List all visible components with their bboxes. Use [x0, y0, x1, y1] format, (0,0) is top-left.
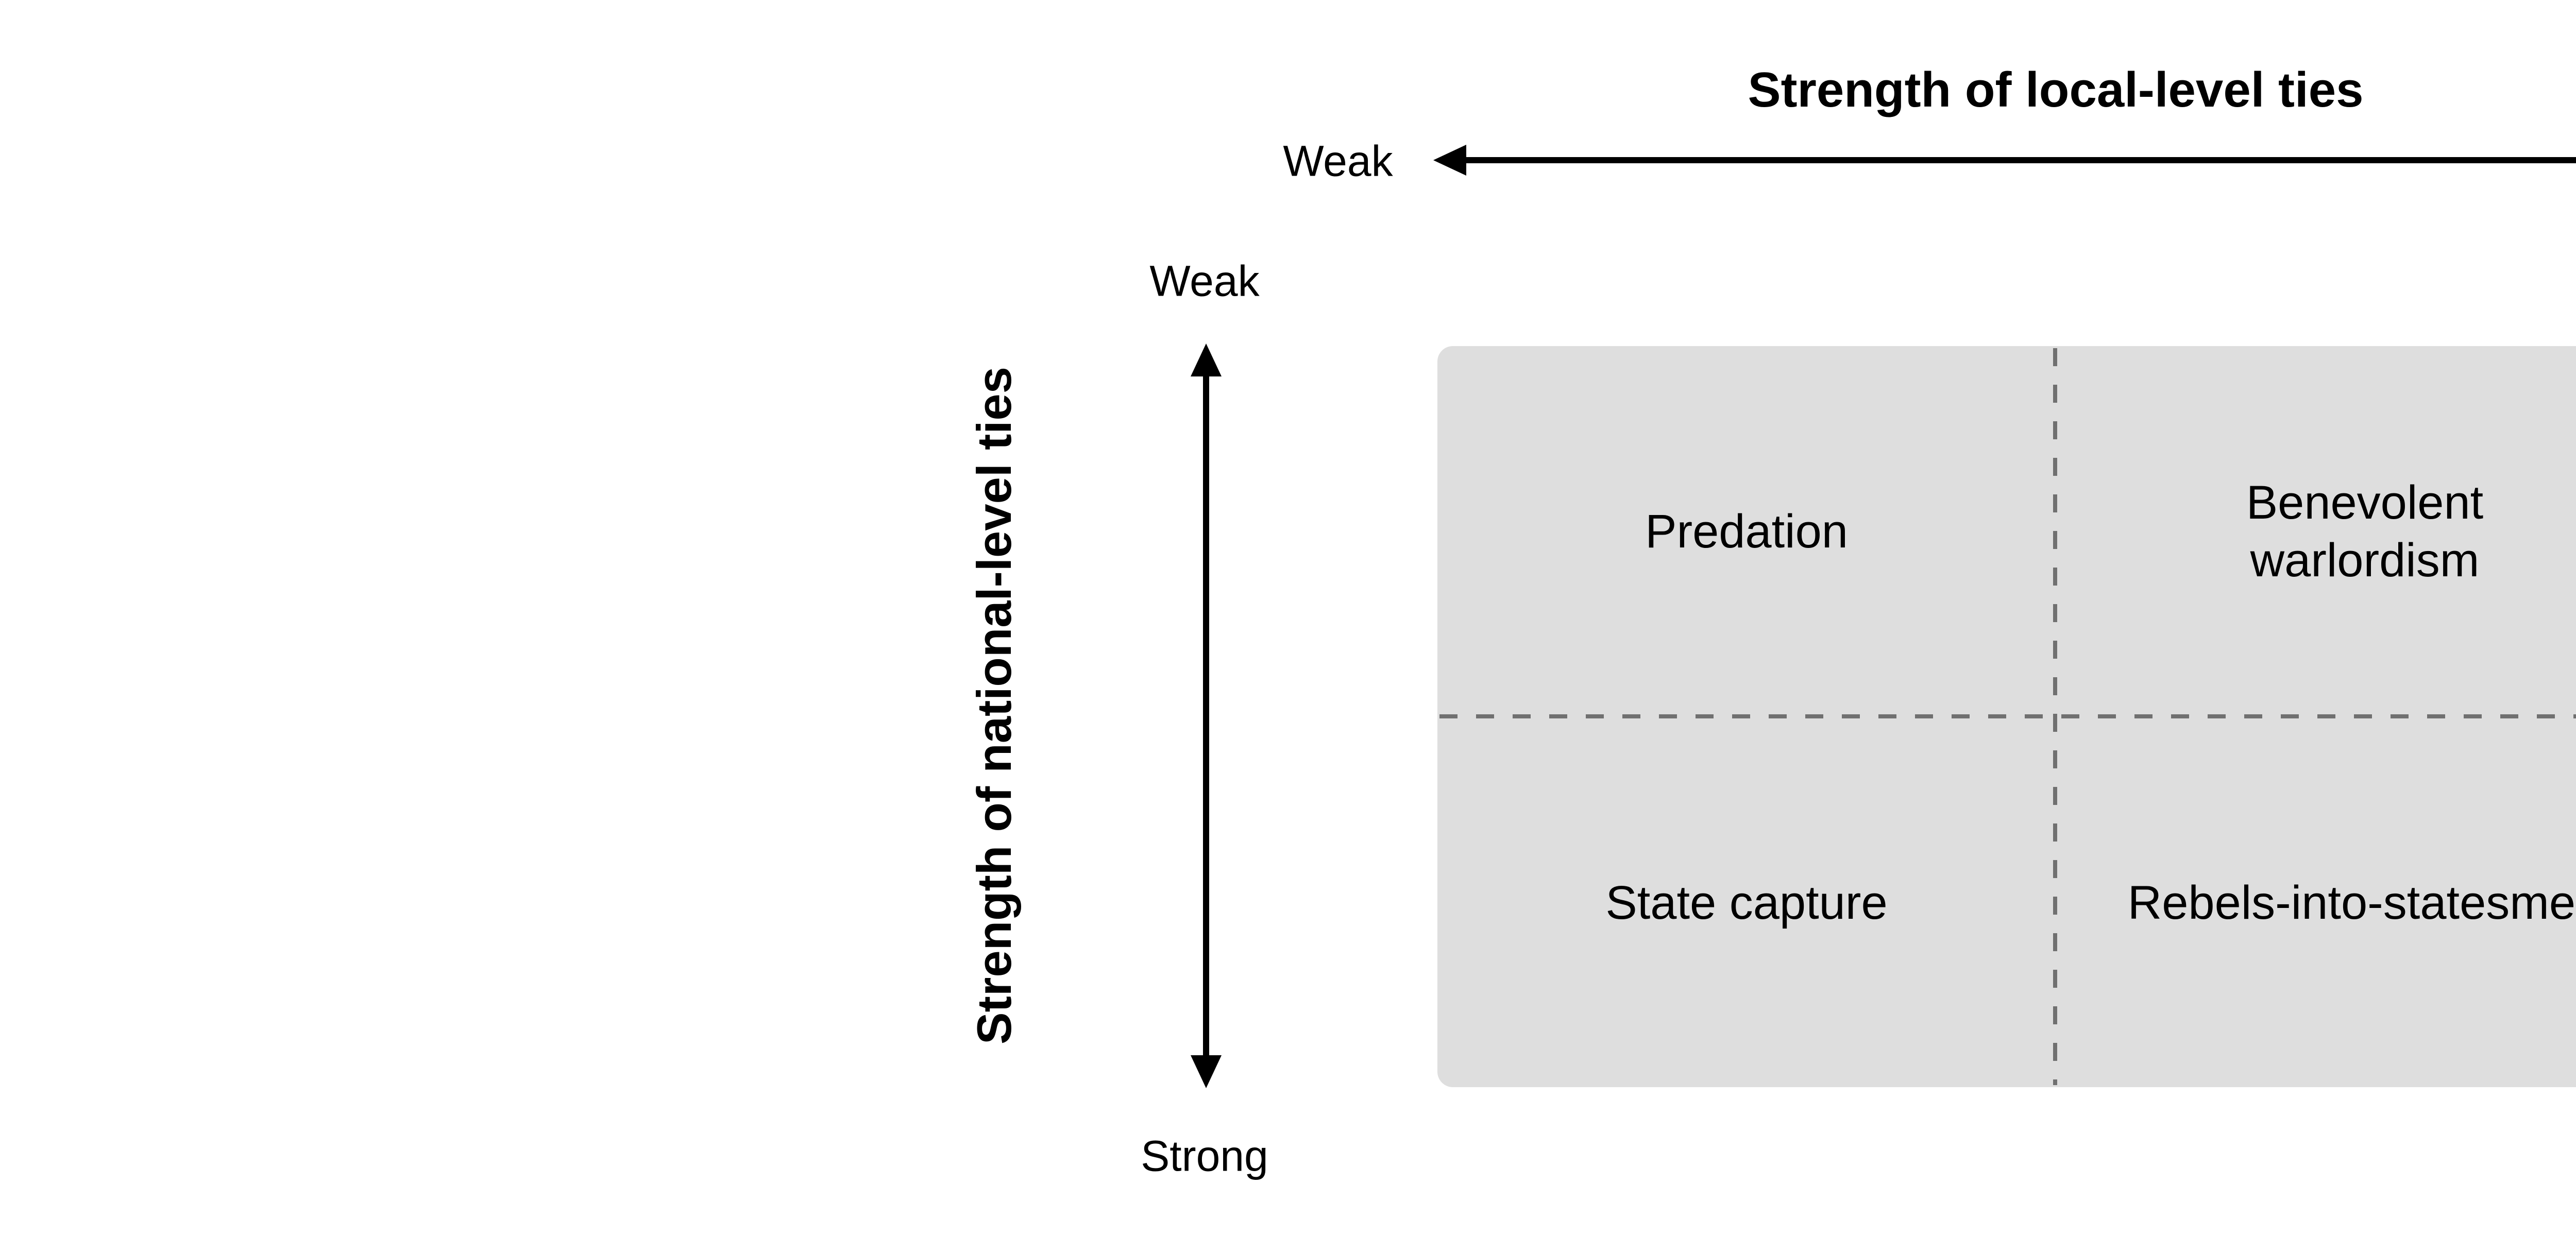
y-axis-arrow — [1191, 344, 1222, 1088]
quadrant-label-state-capture: State capture — [1605, 876, 1888, 929]
quadrant-label-benevolent-warlordism: Benevolent warlordism — [2246, 476, 2484, 587]
quadrant-label-rebels-into-statesmen: Rebels-into-statesmen — [2127, 876, 2576, 929]
y-axis-arrowhead-top — [1191, 344, 1222, 376]
y-axis-strong-label: Strong — [1141, 1131, 1268, 1180]
y-axis-arrowhead-bottom — [1191, 1055, 1222, 1088]
x-axis-weak-label: Weak — [1283, 136, 1393, 185]
y-axis-weak-label: Weak — [1149, 256, 1260, 305]
x-axis-arrowhead-left — [1433, 145, 1466, 176]
x-axis-arrow — [1433, 145, 2576, 176]
x-axis-title: Strength of local-level ties — [1748, 62, 2364, 117]
quadrant-box — [1437, 346, 2576, 1087]
quadrant-label-predation: Predation — [1645, 505, 1848, 558]
y-axis-title: Strength of national-level ties — [967, 366, 1021, 1045]
